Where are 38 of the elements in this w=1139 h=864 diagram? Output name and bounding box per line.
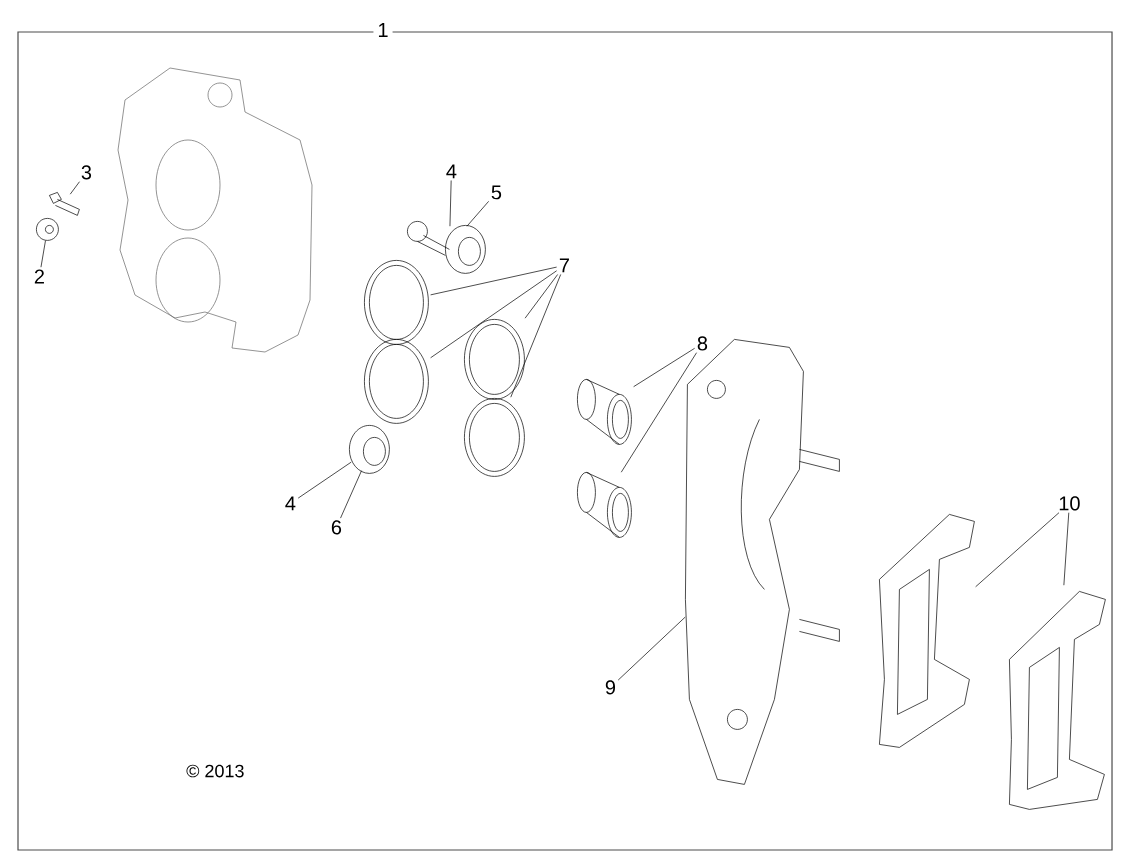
leader-line — [617, 616, 686, 681]
leader-line — [340, 470, 362, 519]
leader-line — [430, 266, 557, 296]
leader-line — [466, 200, 489, 227]
part-drawing — [879, 514, 975, 748]
callout-number: 9 — [605, 680, 616, 695]
callout-number: 2 — [34, 269, 44, 284]
leader-line — [40, 240, 46, 268]
part-drawing — [364, 260, 429, 345]
leader-line — [69, 181, 80, 195]
callout-number: 5 — [491, 185, 502, 200]
leader-line — [430, 270, 557, 359]
callout-number: 4 — [285, 496, 296, 511]
leader-line — [633, 347, 695, 388]
leader-line — [510, 274, 562, 398]
callout-number: 4 — [446, 164, 457, 179]
part-drawing — [49, 192, 80, 216]
callout-number: 3 — [81, 165, 92, 180]
part-drawing — [364, 339, 429, 424]
leader-line — [975, 512, 1060, 588]
part-drawing — [577, 379, 632, 445]
part-drawing — [407, 221, 486, 274]
leader-line — [297, 461, 352, 499]
leader-line — [1063, 512, 1070, 586]
copyright-note: © 2013 — [186, 764, 244, 778]
part-drawing — [36, 218, 59, 241]
callout-number: 7 — [559, 258, 569, 273]
part-drawing — [1009, 591, 1106, 810]
callout-number: 6 — [331, 520, 342, 535]
callout-number: 8 — [697, 336, 708, 351]
leader-line — [524, 274, 558, 319]
leader-line — [620, 352, 697, 473]
part-drawing — [464, 319, 525, 400]
leader-line — [449, 180, 452, 227]
part-drawing — [577, 472, 632, 538]
part-drawing — [464, 398, 525, 477]
callout-number: 10 — [1059, 496, 1080, 511]
part-drawing — [349, 425, 390, 474]
